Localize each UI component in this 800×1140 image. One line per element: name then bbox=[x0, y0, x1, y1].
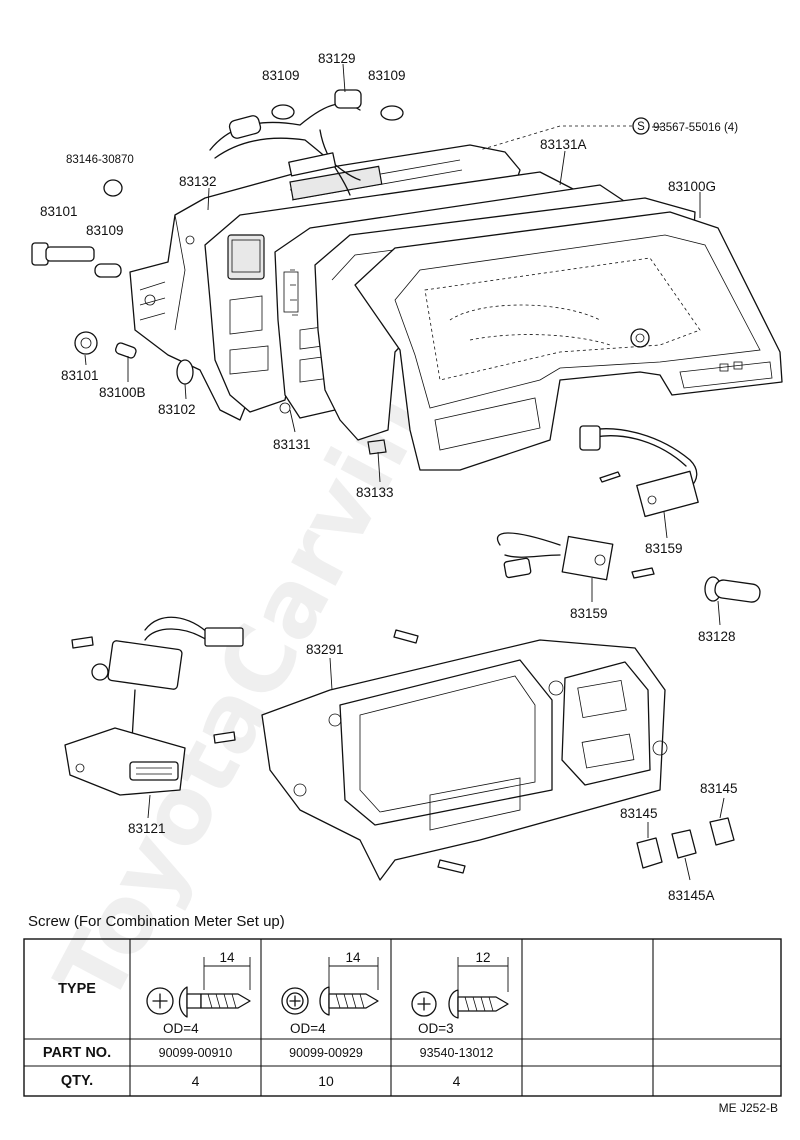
bulb-83109-a bbox=[271, 104, 295, 120]
screw-small-d bbox=[393, 629, 419, 644]
label-83100G: 83100G bbox=[668, 179, 716, 194]
screw-1-od: OD=4 bbox=[163, 1021, 199, 1036]
label-83101-b: 83101 bbox=[61, 368, 99, 383]
qty-cell-1: 4 bbox=[191, 1073, 200, 1089]
speedometer-83121 bbox=[64, 616, 244, 796]
screw-small-a bbox=[631, 567, 655, 579]
label-83159-b: 83159 bbox=[570, 606, 608, 621]
screw-2-od: OD=4 bbox=[290, 1021, 326, 1036]
socket-83128 bbox=[704, 576, 761, 603]
label-83145-a: 83145 bbox=[620, 806, 658, 821]
screw-note-s-symbol bbox=[632, 117, 650, 135]
meter-unit-83291 bbox=[261, 639, 668, 881]
bulb-83145-a bbox=[636, 837, 663, 869]
screw-small-c bbox=[213, 731, 236, 744]
screw-2-length: 14 bbox=[345, 950, 361, 965]
label-83102: 83102 bbox=[158, 402, 196, 417]
label-83128: 83128 bbox=[698, 629, 736, 644]
label-83109-c: 83109 bbox=[86, 223, 124, 238]
screw-3-length: 12 bbox=[475, 950, 490, 965]
screw-type-1-drawing bbox=[146, 957, 251, 1018]
socket-83101-a bbox=[31, 242, 95, 266]
label-83100B: 83100B bbox=[99, 385, 146, 400]
row-header-qty: QTY. bbox=[60, 1073, 94, 1089]
bulb-83145-b bbox=[709, 817, 735, 846]
label-83159-a: 83159 bbox=[645, 541, 683, 556]
screw-small-b bbox=[71, 636, 94, 649]
qty-cell-3: 4 bbox=[452, 1073, 461, 1089]
screw-3-od: OD=3 bbox=[418, 1021, 454, 1036]
screw-type-2-drawing bbox=[281, 957, 379, 1016]
label-83109-a: 83109 bbox=[262, 68, 300, 83]
screw-note-s-letter: S bbox=[637, 121, 645, 133]
sensor-83159-upper bbox=[579, 425, 699, 518]
part-no-cell-1: 90099-00910 bbox=[158, 1045, 233, 1060]
leader-lines bbox=[84, 63, 725, 881]
screw-table-grid bbox=[23, 938, 782, 1097]
part-no-cell-3: 93540-13012 bbox=[419, 1045, 494, 1060]
bulb-83100B bbox=[115, 342, 137, 359]
bulb-83146 bbox=[103, 179, 123, 197]
label-83291: 83291 bbox=[306, 642, 344, 657]
label-screw-note: 93567-55016 (4) bbox=[653, 122, 738, 134]
screw-type-3-drawing bbox=[411, 957, 509, 1019]
row-header-type: TYPE bbox=[58, 981, 96, 997]
screw-table-title: Screw (For Combination Meter Set up) bbox=[28, 913, 285, 930]
label-83121: 83121 bbox=[128, 821, 166, 836]
row-header-part-no: PART NO. bbox=[42, 1044, 112, 1061]
bulb-83145A bbox=[671, 829, 697, 859]
front-glass-83100G bbox=[354, 211, 783, 471]
label-83131A: 83131A bbox=[540, 137, 587, 152]
part-no-cell-2: 90099-00929 bbox=[289, 1045, 363, 1060]
bulb-83109-c bbox=[94, 263, 122, 278]
label-83131: 83131 bbox=[273, 437, 311, 452]
label-83145A: 83145A bbox=[668, 888, 715, 903]
grommet-83102 bbox=[176, 359, 194, 385]
label-83145-b: 83145 bbox=[700, 781, 738, 796]
page-code: ME J252-B bbox=[718, 1101, 778, 1115]
label-83101-a: 83101 bbox=[40, 204, 78, 219]
qty-cell-2: 10 bbox=[318, 1073, 334, 1089]
sensor-83159-lower bbox=[496, 532, 614, 581]
screw-small-e bbox=[437, 859, 466, 874]
label-83109-b: 83109 bbox=[368, 68, 406, 83]
bulb-83109-b bbox=[380, 105, 404, 121]
bulb-harness-83129 bbox=[209, 89, 362, 196]
label-83129: 83129 bbox=[318, 51, 356, 66]
screw-1-length: 14 bbox=[219, 950, 235, 965]
label-83133: 83133 bbox=[356, 485, 394, 500]
socket-83101-b bbox=[74, 331, 98, 355]
label-83132: 83132 bbox=[179, 174, 217, 189]
label-83146-30870: 83146-30870 bbox=[66, 154, 134, 166]
